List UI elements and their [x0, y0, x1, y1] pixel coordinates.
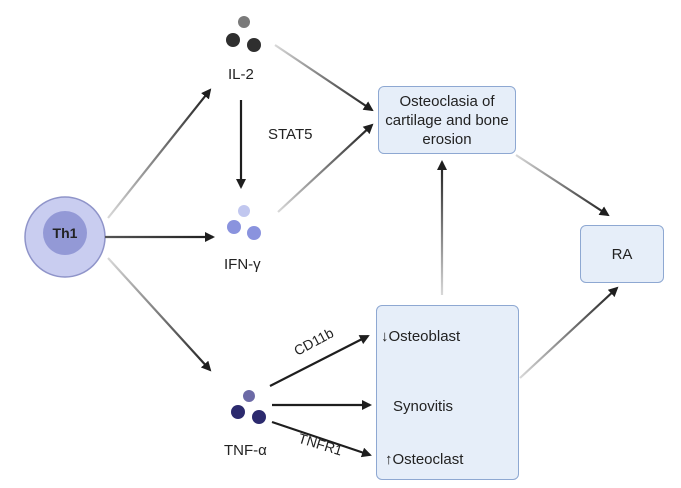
tnfr1-label: TNFR1	[297, 430, 345, 459]
osteoclast-label: ↑Osteoclast	[385, 451, 464, 468]
arrow-il2-to-osteoclasia	[274, 44, 374, 112]
tnfa-molecule-icon	[231, 390, 266, 424]
stat5-label: STAT5	[268, 126, 313, 143]
tnfa-label: TNF-α	[224, 442, 267, 459]
osteoblast-label: ↓Osteoblast	[381, 328, 461, 345]
ra-label: RA	[611, 245, 633, 263]
arrow-osteoclasia-to-ra	[515, 154, 610, 217]
arrow-tnfa-to-osteoclast	[271, 420, 372, 458]
effects-box: ↓Osteoblast Synovitis ↑Osteoclast	[376, 305, 519, 480]
il2-molecule-icon	[226, 16, 261, 52]
th1-label: Th1	[53, 225, 78, 241]
th1-cell: Th1	[24, 196, 106, 278]
cd11b-label: CD11b	[291, 324, 336, 358]
arrow-th1-to-il2	[107, 88, 212, 219]
osteoclasia-box: Osteoclasia of cartilage and bone erosio…	[378, 86, 516, 154]
ifng-label: IFN-γ	[224, 256, 261, 273]
il2-label: IL-2	[228, 66, 254, 83]
ra-box: RA	[580, 225, 664, 283]
arrow-th1-to-tnfa	[107, 257, 212, 372]
arrow-ifng-to-osteoclasia	[277, 123, 374, 213]
synovitis-label: Synovitis	[393, 398, 454, 415]
ifng-molecule-icon	[227, 205, 261, 240]
osteoclasia-label: Osteoclasia of cartilage and bone erosio…	[385, 92, 509, 148]
arrow-tnfa-to-osteoblast	[269, 335, 370, 387]
arrow-effects-to-ra	[519, 286, 619, 379]
